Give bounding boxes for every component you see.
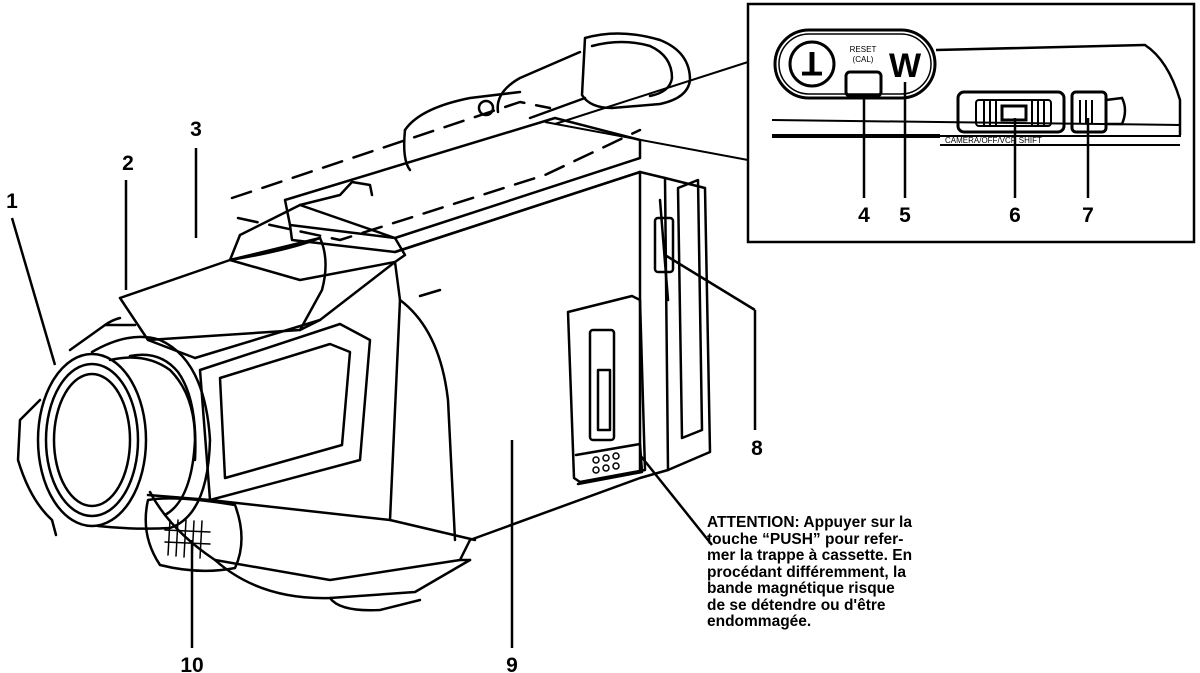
reset-sub-label: (CAL) <box>853 55 874 64</box>
attention-line: endommagée. <box>707 613 812 630</box>
attention-line: touche “PUSH” pour refer- <box>707 530 904 548</box>
tele-key <box>788 40 836 88</box>
camcorder-body <box>16 32 712 612</box>
callout-9: 9 <box>506 654 518 673</box>
attention-line: de se détendre ou d'être <box>707 596 886 614</box>
callout-2: 2 <box>122 152 134 175</box>
body-leaders <box>10 148 757 648</box>
callout-6: 6 <box>1009 204 1021 227</box>
callout-4: 4 <box>858 204 870 227</box>
callout-5: 5 <box>899 204 911 227</box>
control-inset: T W RESET (CAL) CAMERA/OFF/VCR SHIFT <box>746 2 1196 244</box>
reset-button <box>844 70 883 98</box>
zoom-rocker <box>773 28 937 100</box>
inset-leaders <box>862 82 1090 198</box>
callout-3: 3 <box>190 118 202 141</box>
inset-projection <box>544 61 749 161</box>
inset-frame <box>746 2 1196 244</box>
callout-1: 1 <box>6 190 18 213</box>
callout-7: 7 <box>1082 204 1094 227</box>
attention-line: mer la trappe à cassette. En <box>707 547 913 564</box>
reset-label: RESET <box>850 45 877 54</box>
wide-key-label: W <box>889 47 922 85</box>
attention-line: procédant différemment, la <box>707 563 906 581</box>
attention-line: ATTENTION: Appuyer sur la <box>707 514 912 531</box>
callout-8: 8 <box>751 437 763 460</box>
tele-key-label: T <box>801 44 822 82</box>
callout-10: 10 <box>180 654 203 673</box>
attention-note: ATTENTION: Appuyer sur la touche “PUSH” … <box>707 514 1007 631</box>
attention-line: bande magnétique risque <box>707 580 895 597</box>
switch-caption: CAMERA/OFF/VCR SHIFT <box>945 136 1042 145</box>
power-switch <box>956 90 1066 134</box>
